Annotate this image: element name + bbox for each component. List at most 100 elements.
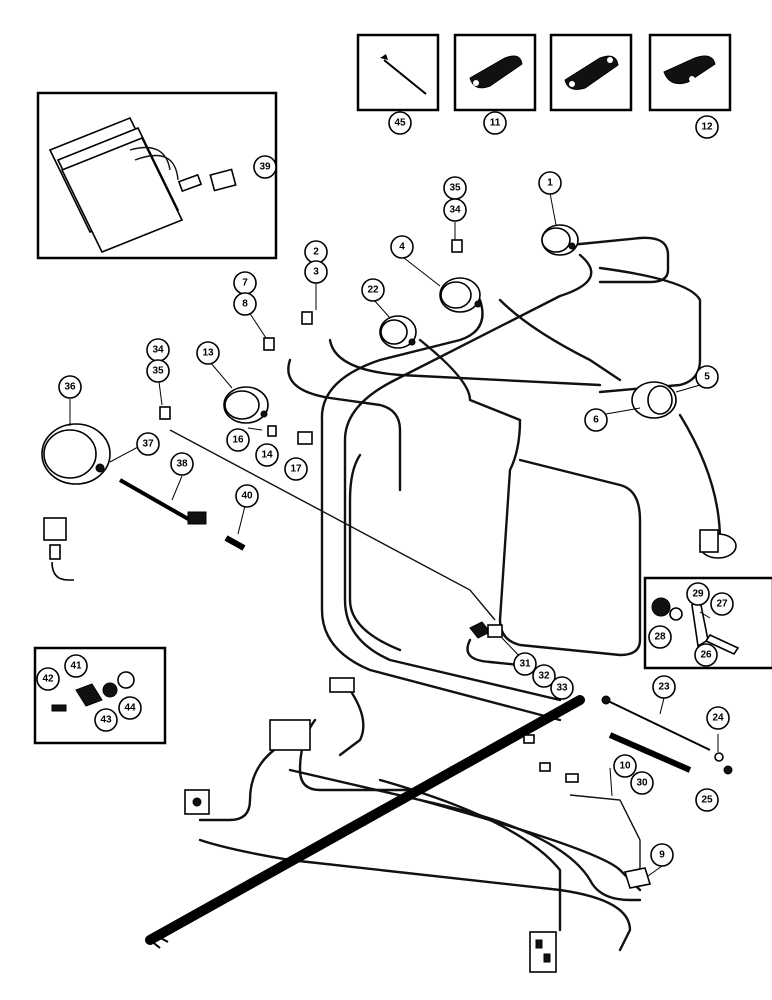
svg-text:24: 24	[712, 713, 724, 724]
terminals	[523, 734, 579, 783]
svg-text:7: 7	[242, 278, 248, 289]
callout-24: 24	[706, 706, 730, 730]
svg-text:8: 8	[242, 299, 248, 310]
svg-text:38: 38	[176, 459, 188, 470]
callout-1: 1	[538, 171, 562, 195]
callout-4: 4	[390, 235, 414, 259]
svg-text:33: 33	[556, 683, 568, 694]
svg-text:9: 9	[659, 850, 665, 861]
callout-14: 14	[255, 443, 279, 467]
callout-27: 27	[710, 592, 734, 616]
svg-text:39: 39	[259, 162, 271, 173]
svg-text:5: 5	[704, 372, 710, 383]
gauge-4	[439, 277, 482, 313]
inset-box-clip-11	[549, 33, 633, 112]
callout-40: 40	[235, 484, 259, 508]
callout-38: 38	[170, 452, 194, 476]
inset-box-clip-12	[648, 33, 732, 112]
callout-32: 32	[532, 664, 556, 688]
callout-6: 6	[584, 408, 608, 432]
svg-text:23: 23	[658, 682, 670, 693]
svg-text:32: 32	[538, 671, 550, 682]
svg-text:37: 37	[142, 439, 154, 450]
cap-component	[699, 529, 737, 559]
tachometer-36	[41, 423, 111, 485]
inset-box-tie-strap	[356, 33, 440, 112]
svg-text:42: 42	[42, 674, 54, 685]
relay-assembly	[269, 677, 355, 751]
callout-7: 7	[233, 271, 257, 295]
svg-text:44: 44	[124, 703, 136, 714]
svg-text:17: 17	[290, 464, 302, 475]
callout-23: 23	[652, 675, 676, 699]
connector-left	[184, 789, 210, 815]
svg-text:35: 35	[152, 366, 164, 377]
svg-text:34: 34	[152, 345, 164, 356]
inset-box-instructions-kit	[36, 91, 278, 260]
callout-35-a: 35	[443, 176, 467, 200]
callout-28: 28	[648, 625, 672, 649]
svg-text:1: 1	[547, 178, 553, 189]
callout-26: 26	[694, 643, 718, 667]
callout-42: 42	[36, 667, 60, 691]
callout-45: 45	[388, 111, 412, 135]
inset-box-clamp-hardware	[643, 576, 772, 670]
callout-13: 13	[196, 341, 220, 365]
sender-fitting	[43, 517, 74, 581]
svg-text:45: 45	[394, 118, 406, 129]
callout-44: 44	[118, 696, 142, 720]
callout-25: 25	[695, 788, 719, 812]
callout-17: 17	[284, 457, 308, 481]
svg-text:28: 28	[654, 632, 666, 643]
svg-text:3: 3	[313, 267, 319, 278]
svg-text:11: 11	[490, 118, 501, 129]
callout-16: 16	[226, 428, 250, 452]
harness-wires	[169, 236, 722, 952]
svg-text:25: 25	[701, 795, 713, 806]
gauge-22	[379, 315, 417, 349]
callout-35-b: 35	[146, 359, 170, 383]
svg-text:35: 35	[449, 183, 461, 194]
svg-text:41: 41	[70, 661, 82, 672]
svg-text:34: 34	[449, 205, 461, 216]
callout-12: 12	[695, 115, 719, 139]
svg-text:4: 4	[399, 242, 405, 253]
svg-text:12: 12	[701, 122, 713, 133]
cable-38	[119, 478, 246, 551]
gauge-13	[223, 386, 269, 424]
callout-34-b: 34	[146, 338, 170, 362]
callout-22: 22	[361, 278, 385, 302]
svg-text:27: 27	[716, 599, 728, 610]
svg-text:6: 6	[593, 415, 599, 426]
small-bulbs	[159, 239, 463, 445]
gauge-1	[541, 224, 579, 256]
callout-30: 30	[630, 771, 654, 795]
svg-text:22: 22	[367, 285, 379, 296]
svg-text:26: 26	[700, 650, 712, 661]
callout-43: 43	[94, 708, 118, 732]
svg-text:16: 16	[232, 435, 244, 446]
callout-11-a: 11	[483, 111, 507, 135]
callout-33: 33	[550, 676, 574, 700]
svg-text:43: 43	[100, 715, 112, 726]
svg-text:31: 31	[519, 659, 531, 670]
callout-29: 29	[686, 582, 710, 606]
callout-37: 37	[136, 432, 160, 456]
svg-text:2: 2	[313, 247, 319, 258]
svg-text:30: 30	[636, 778, 648, 789]
callout-10: 10	[613, 754, 637, 778]
callout-5: 5	[695, 365, 719, 389]
svg-text:36: 36	[64, 382, 76, 393]
switch-5	[631, 381, 677, 419]
connector-bottom	[529, 931, 557, 973]
svg-text:10: 10	[619, 761, 631, 772]
dipstick-23-30	[601, 695, 733, 775]
svg-text:40: 40	[241, 491, 253, 502]
callout-41: 41	[64, 654, 88, 678]
callout-36: 36	[58, 375, 82, 399]
sensor-9	[623, 867, 652, 889]
svg-text:29: 29	[692, 589, 704, 600]
callout-9: 9	[650, 843, 674, 867]
callout-8: 8	[233, 292, 257, 316]
